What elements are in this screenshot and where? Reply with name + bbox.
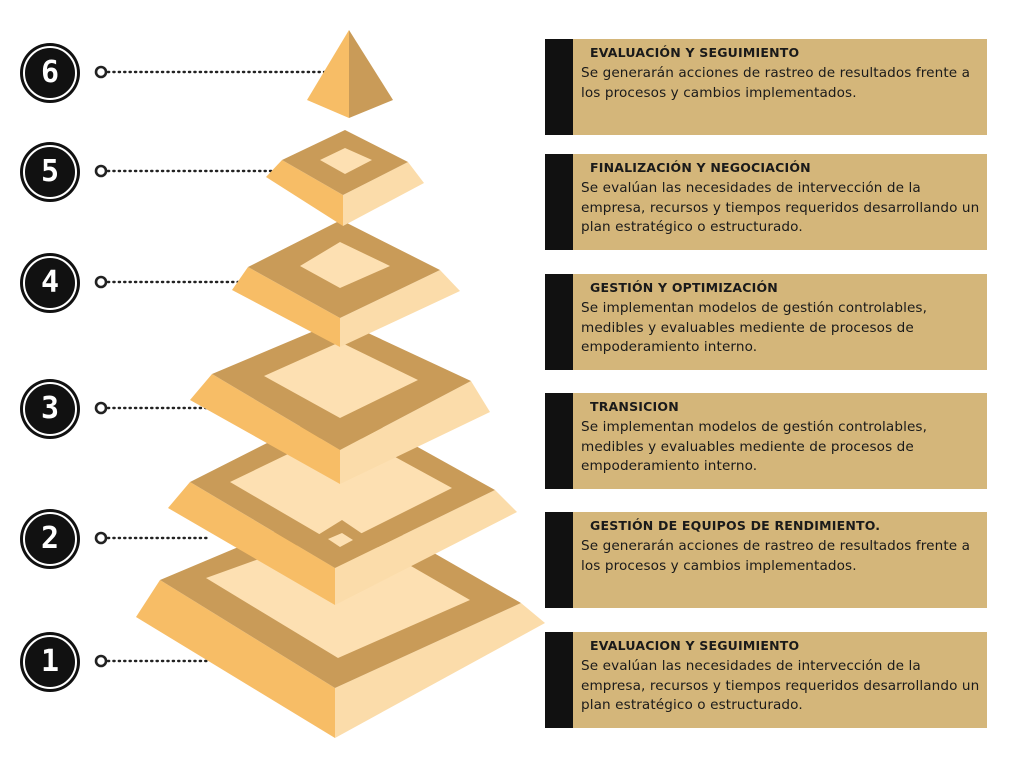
level-badge-1: 1 bbox=[23, 635, 77, 689]
face-left-polygon bbox=[266, 160, 343, 226]
face-left-polygon bbox=[136, 580, 335, 738]
level-title-1: EVALUACION Y SEGUIMIENTO bbox=[590, 638, 800, 653]
face-right-polygon bbox=[340, 270, 460, 347]
face-inner-polygon bbox=[300, 242, 390, 288]
face-top-polygon bbox=[349, 30, 393, 118]
level-badge-3: 3 bbox=[23, 382, 77, 436]
pyramid-level-3 bbox=[190, 320, 490, 484]
level-panel-4: GESTIÓN Y OPTIMIZACIÓN Se implementan mo… bbox=[545, 274, 987, 370]
connector-dot-3 bbox=[94, 401, 108, 415]
face-inner-polygon bbox=[328, 533, 353, 547]
face-right-polygon bbox=[340, 381, 490, 484]
connector-dot-2 bbox=[94, 531, 108, 545]
level-panel-2: GESTIÓN DE EQUIPOS DE RENDIMIENTO. Se ge… bbox=[545, 512, 987, 608]
level-badge-5: 5 bbox=[23, 145, 77, 199]
face-inner-polygon bbox=[264, 342, 418, 418]
level-description-6: Se generarán acciones de rastreo de resu… bbox=[581, 65, 971, 101]
face-left-polygon bbox=[168, 482, 335, 605]
pyramid-level-6 bbox=[307, 30, 393, 118]
level-description-2: Se generarán acciones de rastreo de resu… bbox=[581, 538, 971, 574]
connector-dot-6 bbox=[94, 65, 108, 79]
connector-dot-1 bbox=[94, 654, 108, 668]
connector-dot-5 bbox=[94, 164, 108, 178]
level-description-4: Se implementan modelos de gestión contro… bbox=[581, 300, 928, 355]
face-right-polygon bbox=[335, 490, 517, 605]
level-badge-6: 6 bbox=[23, 46, 77, 100]
level-description-1: Se evalúan las necesidades de intervecci… bbox=[581, 658, 980, 713]
pyramid-level-5 bbox=[266, 130, 424, 226]
level-panel-1: EVALUACION Y SEGUIMIENTO Se evalúan las … bbox=[545, 632, 987, 728]
pyramid-level-4 bbox=[232, 220, 460, 347]
level-title-3: TRANSICION bbox=[590, 399, 679, 414]
level-badge-4: 4 bbox=[23, 256, 77, 310]
face-right-polygon bbox=[335, 603, 545, 738]
level-badge-2: 2 bbox=[23, 512, 77, 566]
level-panel-5: FINALIZACIÓN Y NEGOCIACIÓN Se evalúan la… bbox=[545, 154, 987, 250]
connector-dot-4 bbox=[94, 275, 108, 289]
face-inner-polygon bbox=[230, 428, 452, 545]
level-title-6: EVALUACIÓN Y SEGUIMIENTO bbox=[590, 45, 800, 60]
level-title-4: GESTIÓN Y OPTIMIZACIÓN bbox=[590, 280, 778, 295]
level-description-5: Se evalúan las necesidades de intervecci… bbox=[581, 180, 980, 235]
face-inner-polygon bbox=[320, 148, 372, 174]
level-panel-6: EVALUACIÓN Y SEGUIMIENTO Se generarán ac… bbox=[545, 39, 987, 135]
level-description-3: Se implementan modelos de gestión contro… bbox=[581, 419, 928, 474]
level-title-5: FINALIZACIÓN Y NEGOCIACIÓN bbox=[590, 160, 811, 175]
face-left-polygon bbox=[307, 30, 349, 118]
pyramid-level-2 bbox=[168, 405, 517, 605]
level-panel-3: TRANSICION Se implementan modelos de ges… bbox=[545, 393, 987, 489]
face-left-polygon bbox=[232, 267, 340, 347]
level-title-2: GESTIÓN DE EQUIPOS DE RENDIMIENTO. bbox=[590, 518, 881, 533]
connector-dots bbox=[94, 65, 108, 668]
face-left-polygon bbox=[190, 374, 340, 484]
face-right-polygon bbox=[343, 162, 424, 226]
